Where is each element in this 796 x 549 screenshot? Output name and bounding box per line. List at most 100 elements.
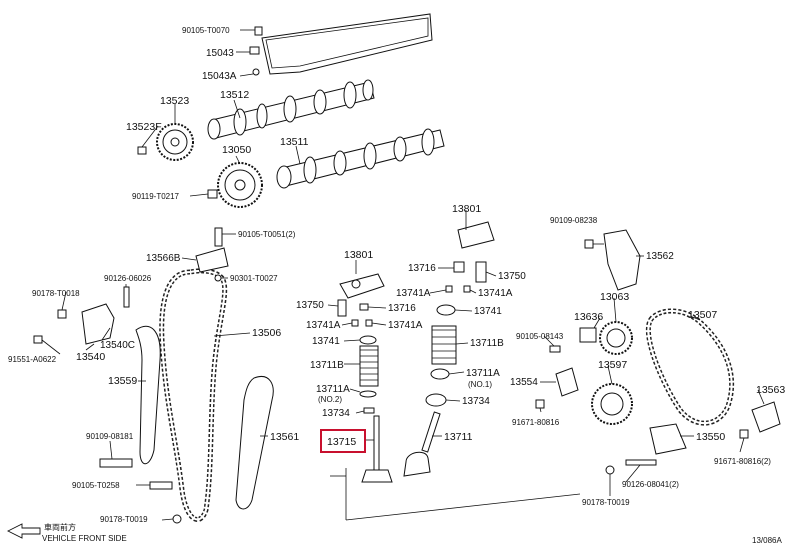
- exhaust-valve-13715[interactable]: [361, 415, 393, 483]
- bolt-90178-T0018[interactable]: [57, 309, 67, 319]
- label-90119-T0217[interactable]: 90119-T0217: [132, 192, 180, 201]
- label-13561[interactable]: 13561: [270, 431, 299, 443]
- label-13540C[interactable]: 13540C: [100, 340, 135, 351]
- camshaft-intake[interactable]: [276, 128, 445, 189]
- label-91671-80816-2[interactable]: 91671-80816(2): [714, 457, 771, 466]
- cam-timing-sprocket[interactable]: [156, 123, 194, 161]
- bolt-91551-A0622[interactable]: [33, 335, 43, 344]
- bolt-91671-80816-2[interactable]: [739, 429, 749, 439]
- bolt-15043[interactable]: [249, 46, 260, 55]
- label-90126-08041[interactable]: 90126-08041(2): [622, 480, 679, 489]
- label-13566B[interactable]: 13566B: [146, 253, 181, 264]
- bracket-13562[interactable]: [603, 229, 641, 291]
- bracket-13554[interactable]: [555, 367, 579, 397]
- bolt-90105-T0051[interactable]: [214, 227, 223, 247]
- label-13050[interactable]: 13050: [222, 144, 251, 156]
- label-90126-06026[interactable]: 90126-06026: [104, 274, 152, 283]
- label-13741A-right-2[interactable]: 13741A: [478, 288, 513, 299]
- label-13563[interactable]: 13563: [756, 384, 785, 396]
- valve-spring-13711B-right[interactable]: [431, 325, 457, 365]
- label-13711B-center[interactable]: 13711B: [310, 360, 344, 371]
- label-13523[interactable]: 13523: [160, 95, 189, 107]
- camshaft-exhaust[interactable]: [207, 79, 375, 140]
- label-90178-T0019-left[interactable]: 90178-T0019: [100, 515, 148, 524]
- label-90105-T0258[interactable]: 90105-T0258: [72, 481, 120, 490]
- rocker-arm-13801-center[interactable]: [339, 273, 385, 299]
- label-13801-right[interactable]: 13801: [452, 203, 481, 215]
- label-13741-right[interactable]: 13741: [474, 306, 502, 317]
- label-90109-08181[interactable]: 90109-08181: [86, 432, 134, 441]
- intake-valve-13711[interactable]: [403, 411, 441, 477]
- bolt-90119-T0217[interactable]: [207, 189, 218, 199]
- label-13507[interactable]: 13507: [688, 309, 717, 321]
- shaft-13636[interactable]: [579, 327, 597, 343]
- label-13741A-center-1[interactable]: 13741A: [306, 320, 341, 331]
- label-13636[interactable]: 13636: [574, 311, 603, 323]
- timing-chain-13507[interactable]: [645, 308, 735, 426]
- label-90105-T0070[interactable]: 90105-T0070: [182, 26, 230, 35]
- label-13550[interactable]: 13550: [696, 431, 725, 443]
- label-13562[interactable]: 13562: [646, 251, 674, 262]
- stud-90126-08041[interactable]: [625, 459, 657, 466]
- label-13711B-right[interactable]: 13711B: [470, 338, 504, 349]
- label-13511[interactable]: 13511: [280, 136, 309, 148]
- label-13711A-right[interactable]: 13711A: [466, 368, 500, 379]
- chain-slipper-13559[interactable]: [135, 325, 161, 465]
- valve-retainer-13741-center[interactable]: [359, 335, 377, 345]
- bracket-13563[interactable]: [751, 401, 781, 433]
- label-13506[interactable]: 13506: [252, 327, 281, 339]
- timing-chain-13506[interactable]: [159, 268, 228, 522]
- valve-spring-13711B-center[interactable]: [359, 345, 379, 387]
- valve-seal-13734-right[interactable]: [425, 393, 447, 407]
- label-13741A-center-2[interactable]: 13741A: [388, 320, 423, 331]
- label-13734-right[interactable]: 13734: [462, 396, 490, 407]
- tensioner-13550[interactable]: [649, 423, 687, 455]
- valve-seal-13734-center[interactable]: [363, 407, 375, 414]
- bolt-90109-08238[interactable]: [584, 239, 594, 249]
- label-90301-T0027[interactable]: 90301-T0027: [230, 274, 278, 283]
- label-15043[interactable]: 15043: [206, 48, 234, 59]
- label-90178-T0019-right[interactable]: 90178-T0019: [582, 498, 630, 507]
- label-13741-center[interactable]: 13741: [312, 336, 340, 347]
- label-13741A-right-1[interactable]: 13741A: [396, 288, 431, 299]
- gear-13597[interactable]: [591, 383, 633, 425]
- label-13711[interactable]: 13711: [444, 431, 473, 443]
- bolt-90105-T0070[interactable]: [254, 26, 263, 36]
- label-13063[interactable]: 13063: [600, 291, 629, 303]
- label-13715-highlighted[interactable]: 13715: [327, 436, 356, 448]
- valve-keeper-13741A-right[interactable]: [445, 285, 471, 293]
- label-13512[interactable]: 13512: [220, 89, 249, 101]
- label-13711A-no2[interactable]: (NO.2): [318, 395, 342, 404]
- label-13750-right[interactable]: 13750: [498, 271, 526, 282]
- chain-guide-13561[interactable]: [235, 376, 274, 510]
- label-13540[interactable]: 13540: [76, 351, 105, 363]
- valve-spring-seat-13711A-center[interactable]: [359, 390, 377, 398]
- chain-tensioner-13540[interactable]: [81, 303, 115, 345]
- label-15043A[interactable]: 15043A: [202, 71, 237, 82]
- label-13597[interactable]: 13597: [598, 359, 627, 371]
- washer-90301-T0027[interactable]: [214, 274, 222, 282]
- valve-retainer-13741-right[interactable]: [436, 304, 456, 316]
- vvt-gear-assembly[interactable]: [217, 162, 263, 208]
- chain-damper-13566B[interactable]: [195, 247, 229, 273]
- label-13711A-no1[interactable]: (NO.1): [468, 380, 492, 389]
- label-13523F[interactable]: 13523F: [126, 121, 162, 133]
- stud-90126-06026[interactable]: [123, 286, 130, 308]
- label-13716-center[interactable]: 13716: [388, 303, 416, 314]
- label-13716-right[interactable]: 13716: [408, 263, 436, 274]
- nut-90178-T0019-left[interactable]: [172, 514, 182, 524]
- bolt-91671-80816[interactable]: [535, 399, 545, 409]
- bolt-13523F[interactable]: [137, 146, 147, 155]
- label-90105-08143[interactable]: 90105-08143: [516, 332, 564, 341]
- nut-90178-T0019-right[interactable]: [605, 465, 615, 475]
- valve-stem-cap-13716-center[interactable]: [359, 303, 369, 311]
- lash-adjuster-13750-right[interactable]: [475, 261, 487, 283]
- label-91671-80816[interactable]: 91671-80816: [512, 418, 560, 427]
- valve-stem-cap-13716-right[interactable]: [453, 261, 465, 273]
- label-90109-08238[interactable]: 90109-08238: [550, 216, 598, 225]
- head-cover-gasket[interactable]: [261, 13, 433, 75]
- label-90105-T0051[interactable]: 90105-T0051(2): [238, 230, 296, 239]
- lash-adjuster-13750-center[interactable]: [337, 299, 347, 317]
- label-13750-center[interactable]: 13750: [296, 300, 324, 311]
- label-91551-A0622[interactable]: 91551-A0622: [8, 355, 57, 364]
